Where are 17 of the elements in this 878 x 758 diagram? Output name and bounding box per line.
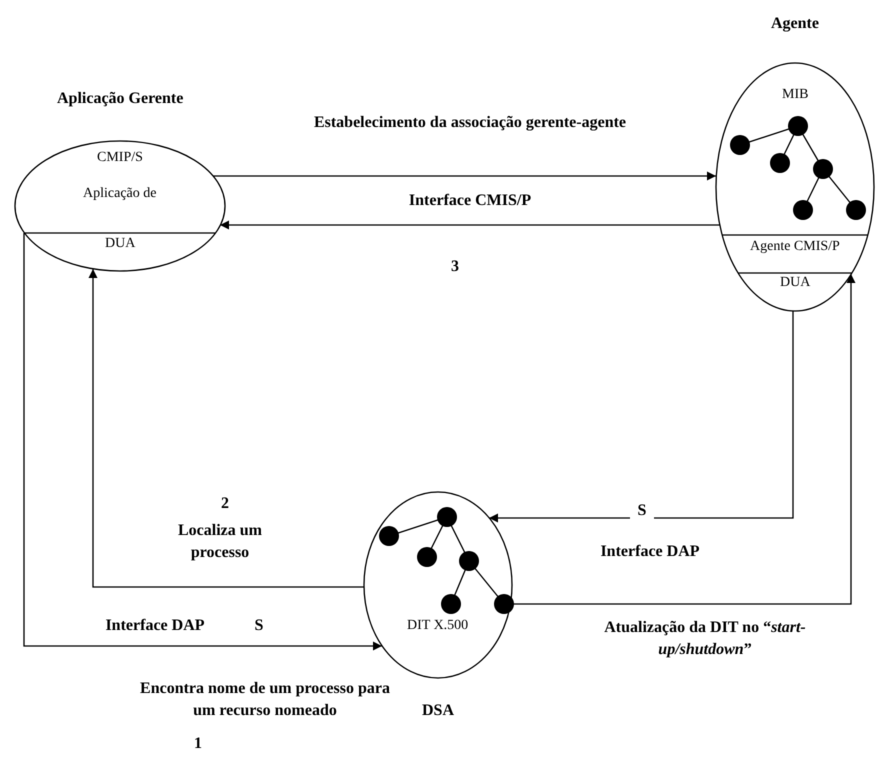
arrow [23, 233, 382, 650]
node-text: DUA [105, 236, 136, 252]
node-text: DIT X.500 [407, 618, 468, 634]
arrow [213, 172, 716, 180]
node-text: Agente CMIS/P [750, 239, 840, 255]
node-text: Aplicação de [83, 186, 156, 202]
arrow [489, 311, 794, 522]
node-heading: Agente [771, 15, 819, 33]
node-heading: DSA [422, 702, 454, 720]
process-ellipse [13, 90, 227, 274]
node-text: DUA [780, 275, 810, 291]
node-text: MIB [782, 87, 808, 103]
process-ellipse [714, 15, 876, 313]
arrow [88, 269, 364, 588]
arrow [220, 220, 720, 230]
node-heading: Aplicação Gerente [57, 90, 184, 108]
node-text: CMIP/S [97, 150, 143, 166]
